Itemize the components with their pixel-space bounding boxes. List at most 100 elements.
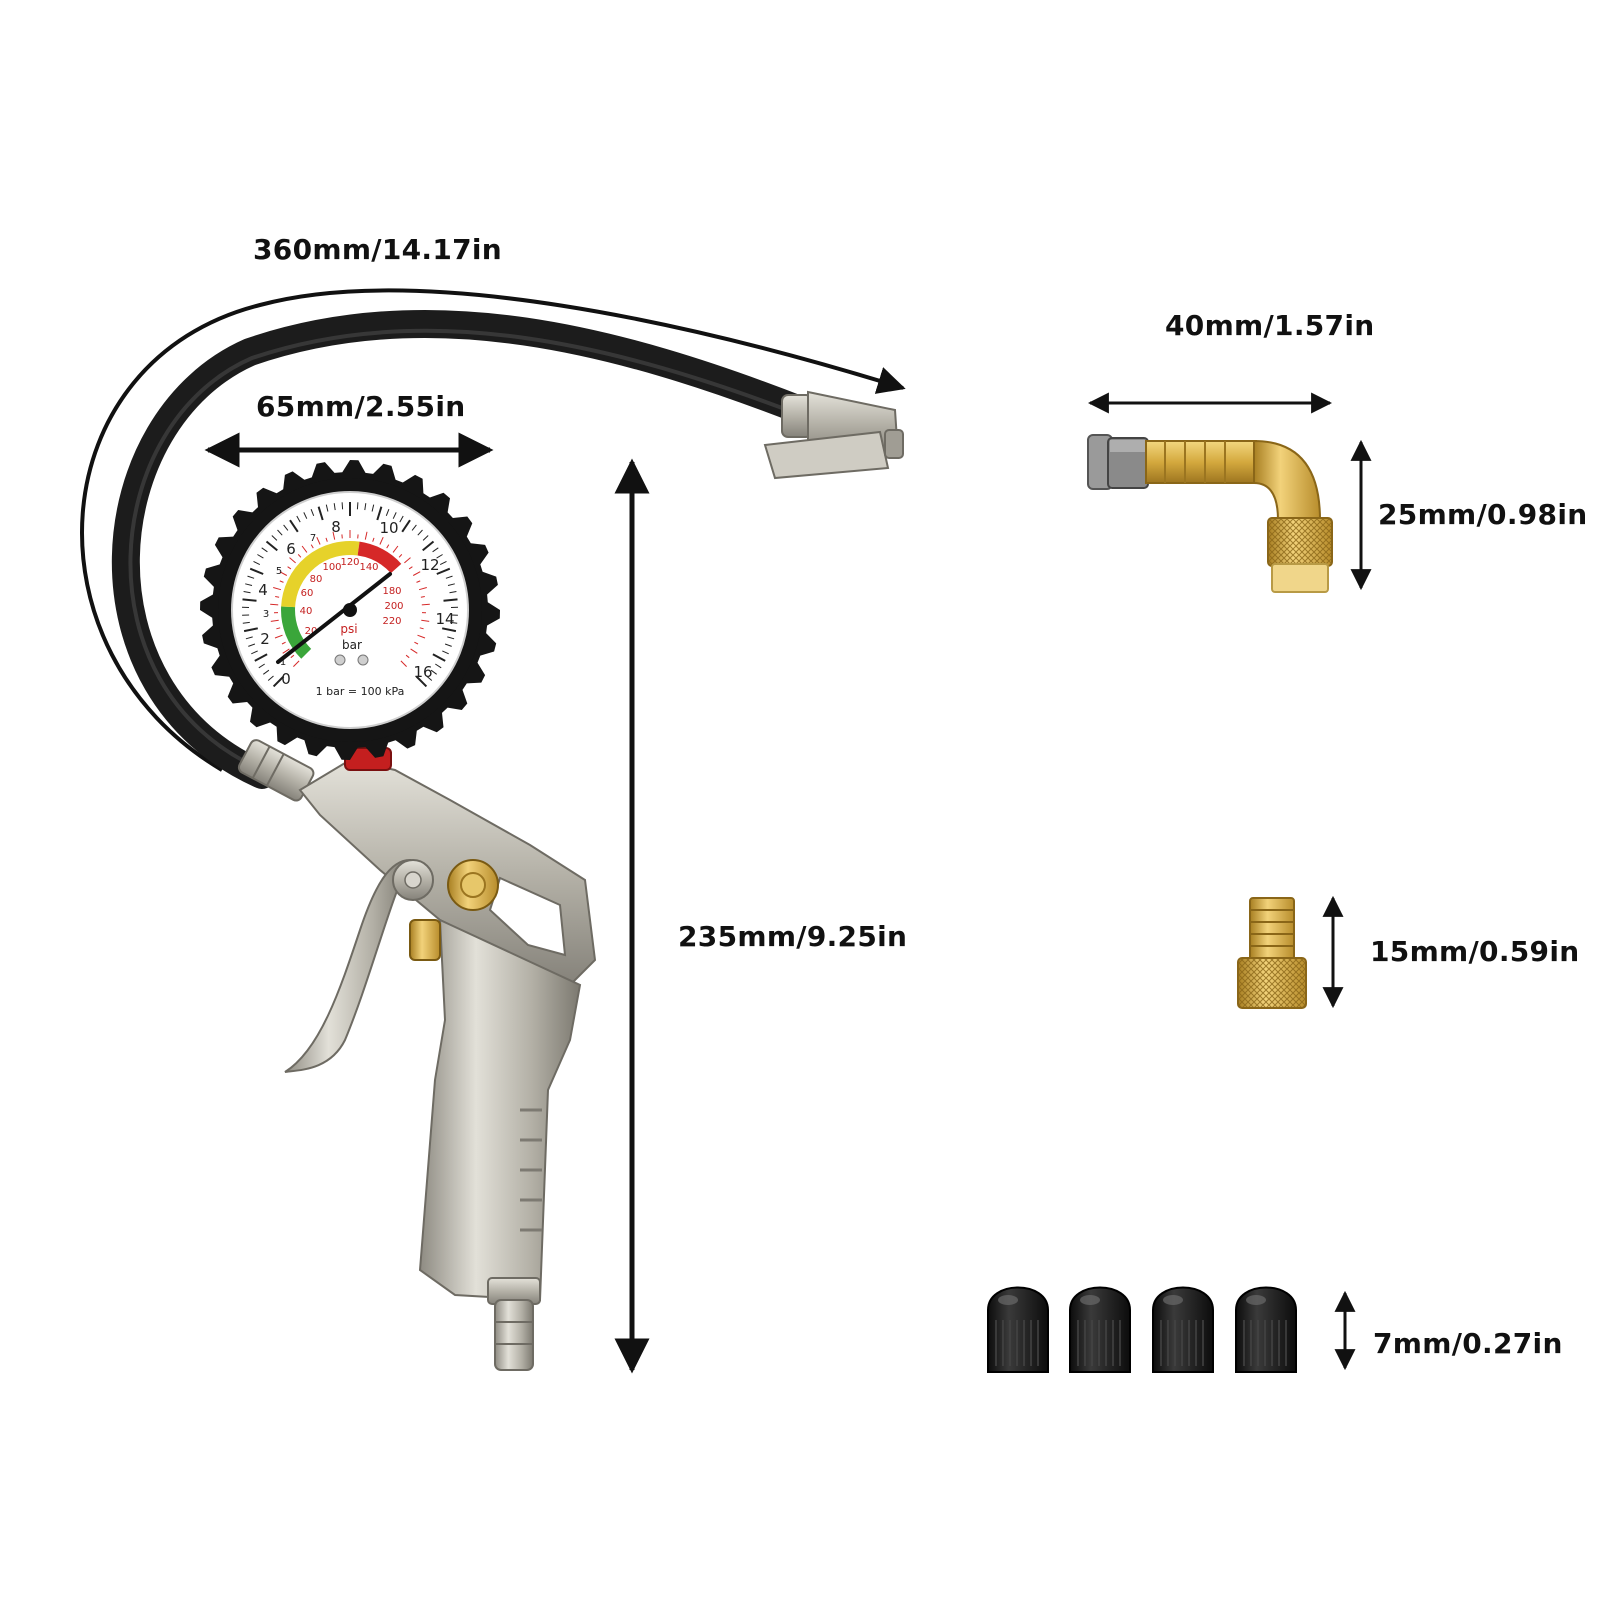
psi-tick [301,545,308,553]
inflator-gun-body [237,739,597,1371]
psi-tick [325,537,328,542]
bar-tick [443,598,458,602]
zone-yellow [281,541,360,608]
bar-tick [303,512,308,519]
bar-tick [325,504,329,512]
psi-tick [316,536,321,545]
gauge-needle [276,572,392,664]
bar-tick [385,509,390,516]
valve-cap [987,1286,1049,1373]
bar-tick [441,627,457,633]
valve-adapter-height-label: 15mm/0.59in [1370,935,1580,968]
bar-tick [430,669,437,675]
bar-tick-label: 2 [260,630,270,648]
bar-tick [445,575,453,579]
psi-tick [392,545,399,553]
bar-tick [415,675,428,688]
hose-length-label: 360mm/14.17in [253,233,503,266]
angled-adapter-height-label: 25mm/0.98in [1378,498,1588,531]
bar-tick [435,663,442,669]
psi-tick [275,596,280,598]
psi-tick [364,531,368,540]
psi-tick [416,580,421,583]
psi-unit-label: psi [340,622,357,636]
psi-tick-label: 60 [301,588,314,599]
psi-tick [408,566,413,570]
psi-tick-label: 40 [300,606,313,617]
conversion-note: 1 bar = 100 kPa [316,685,405,698]
psi-tick [270,619,279,622]
psi-tick [279,580,284,583]
bar-tick [257,554,264,559]
psi-tick [276,627,281,630]
valve-cap-height-label: 7mm/0.27in [1373,1327,1563,1360]
bar-tick [242,598,257,602]
bar-tick-label: 0 [281,670,291,688]
zone-red [357,541,402,574]
bar-tick [450,621,458,624]
hose-length-arrow [80,288,906,772]
psi-tick [418,587,427,591]
bar-tick [449,591,457,594]
psi-tick [414,641,419,645]
psi-tick-label: 100 [322,562,341,573]
bar-tick [432,653,446,662]
bar-tick-label: 12 [420,556,439,574]
psi-tick-label: 140 [359,562,378,573]
psi-tick [410,648,418,654]
bar-tick [258,663,265,669]
psi-tick [274,634,283,639]
bar-tick-label: 10 [379,519,398,537]
bar-tick-label: 7 [310,533,316,544]
psi-tick [412,571,421,576]
bar-tick [392,512,397,519]
psi-tick [400,660,407,667]
bar-tick [242,621,250,624]
gun-height-label: 235mm/9.25in [678,920,908,953]
bar-tick [426,675,433,681]
bar-tick [422,535,429,541]
bar-tick [243,627,259,633]
psi-tick [386,544,390,549]
bar-tick [356,502,359,510]
zone-green [281,606,312,659]
bar-tick [447,583,455,586]
bar-tick [401,519,411,533]
bar-tick [245,636,253,640]
pressure-gauge: 0 1 2 3 4 5 6 7 8 10 12 14 16 20 40 60 8… [200,460,500,760]
bar-tick-label: 6 [286,540,296,558]
psi-tick [290,654,295,659]
psi-tick [405,654,410,659]
psi-tick [332,531,336,540]
bar-tick [296,515,301,523]
bar-tick [247,575,255,579]
psi-tick [421,603,430,606]
bar-tick [267,675,274,681]
psi-tick [398,554,403,558]
bar-tick [245,583,253,586]
bar-tick [249,567,264,575]
psi-tick [310,544,314,549]
bar-tick [364,503,367,511]
psi-tick-label: 180 [382,586,401,597]
bar-tick [436,567,451,575]
psi-tick [282,648,290,654]
psi-tick [289,557,296,564]
bar-tick [289,519,299,533]
bar-tick-label: 5 [276,566,282,577]
psi-tick [273,587,282,591]
bar-tick [371,504,375,512]
bar-tick [310,509,315,516]
bar-tick [253,560,261,566]
psi-tick [419,627,424,630]
bar-tick [243,591,251,594]
bar-tick [447,636,455,640]
psi-tick [270,603,279,606]
gauge-color-zones [281,541,402,659]
psi-tick [420,596,425,598]
valve-caps-group [987,1286,1297,1373]
valve-cap [1235,1286,1297,1373]
bar-tick [432,547,439,553]
